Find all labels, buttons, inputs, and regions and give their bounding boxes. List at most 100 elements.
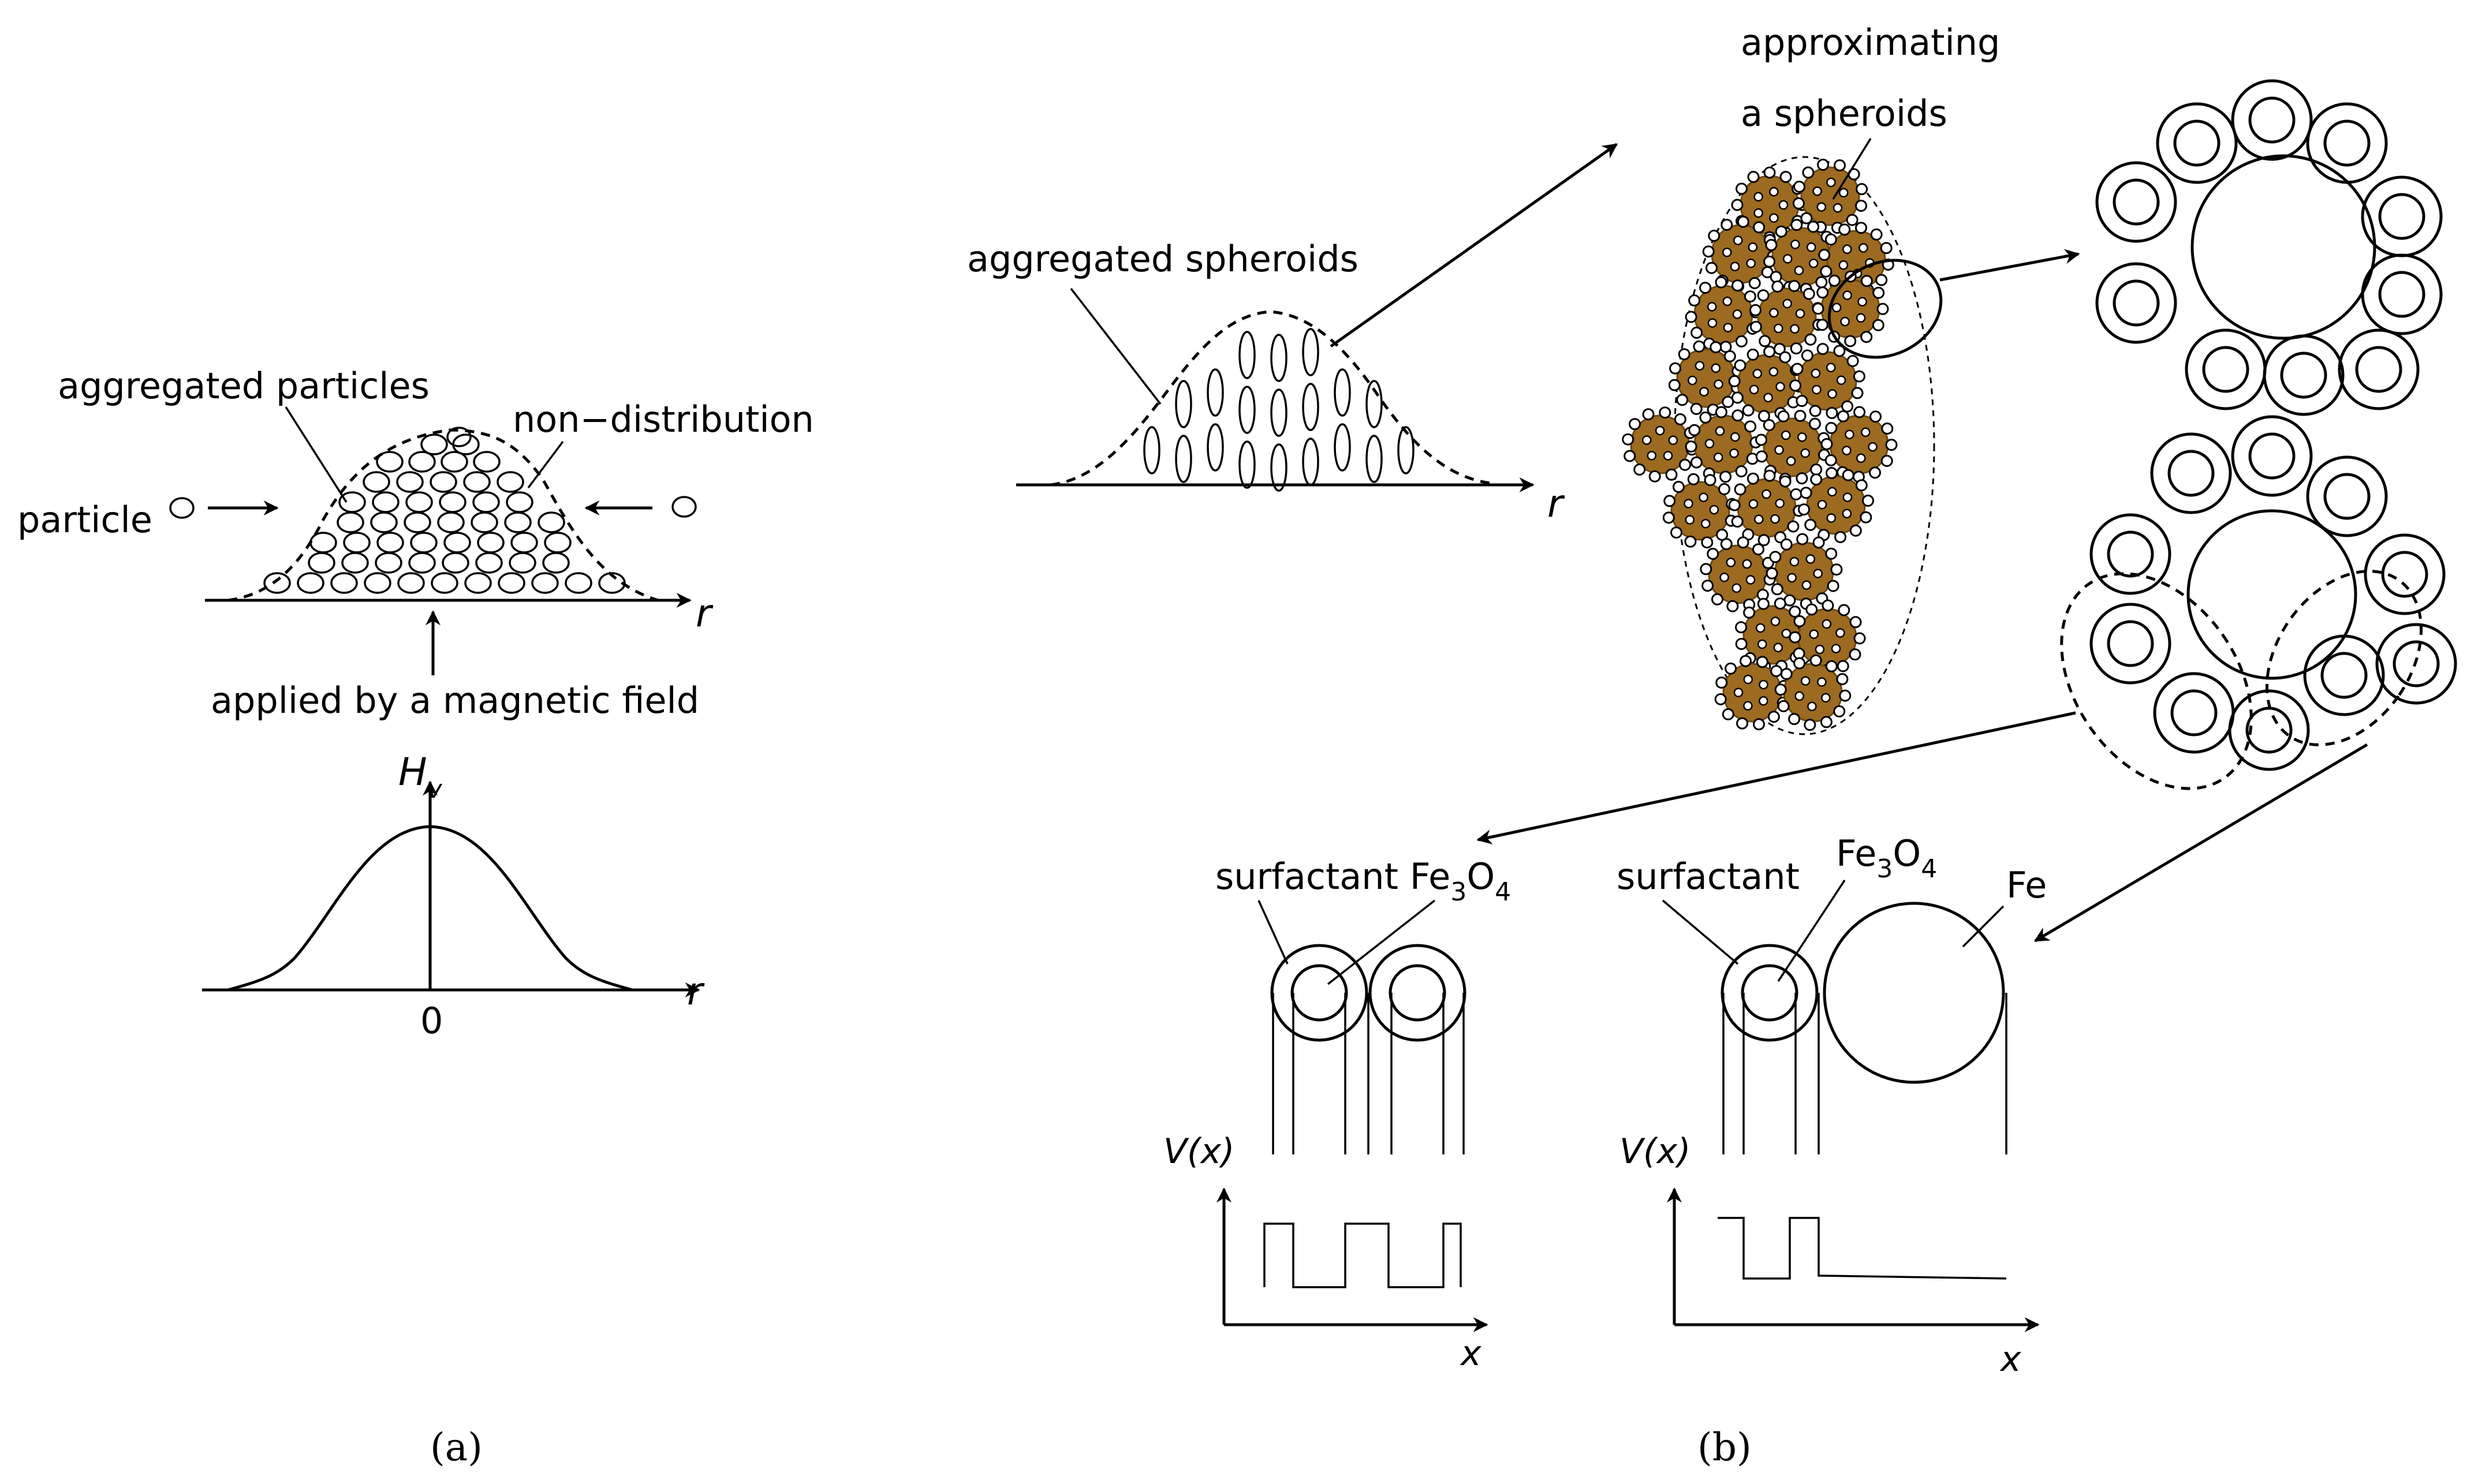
surfactant-ring: [1763, 255, 1776, 268]
spheroid-ellipse: [1397, 426, 1415, 474]
inner-particle: [1743, 674, 1753, 685]
surfactant-ring: [1780, 538, 1793, 551]
particle-circle: [464, 572, 492, 594]
surfactant-ring: [1860, 511, 1872, 524]
inner-particle: [1704, 439, 1715, 448]
inner-particle: [1748, 242, 1758, 252]
surfactant-ring: [1790, 488, 1802, 500]
inner-particle: [1817, 499, 1827, 510]
surfactant-ring: [1833, 345, 1846, 357]
right-drop-lines: [1722, 993, 2007, 1154]
particle-circle: [472, 491, 500, 513]
a-top-r: r: [696, 591, 714, 636]
surfactant-ring: [1880, 242, 1893, 255]
right-fe3o4-label: Fe3O4: [1836, 832, 1937, 884]
inner-particle: [1695, 361, 1705, 371]
inner-particle: [1812, 384, 1822, 395]
surfactant-ring: [1790, 219, 1803, 231]
aggregated-particles: [263, 427, 626, 594]
inner-particle: [1822, 619, 1832, 629]
inner-particle: [1769, 213, 1779, 223]
surfactant-shell: [2375, 623, 2457, 705]
coated-spheroid: [1783, 663, 1843, 723]
surfactant-ring: [1885, 439, 1898, 451]
inner-particle: [1790, 240, 1800, 249]
inner-particle: [1773, 642, 1783, 653]
surfactant-shell: [2095, 262, 2177, 344]
surfactant-ring: [1687, 473, 1700, 485]
left-potential: [1263, 1223, 1462, 1288]
surfactant-shell: [2338, 328, 2420, 410]
surfactant-ring: [1701, 536, 1714, 549]
surfactant-ring: [1672, 481, 1685, 493]
inner-particle: [1663, 451, 1673, 461]
surfactant-ring: [1789, 379, 1802, 392]
fe3o4-core: [2381, 551, 2428, 598]
right-vx-label: V(x): [1619, 1131, 1690, 1172]
aggregated-leader: [285, 406, 348, 503]
inner-particle: [1816, 202, 1827, 212]
surfactant-ring: [1731, 409, 1744, 422]
surfactant-ring: [1779, 351, 1792, 364]
inner-particle: [1763, 393, 1773, 403]
surfactant-ring: [1870, 228, 1883, 241]
particle-circle: [471, 511, 498, 533]
surfactant-ring: [1789, 631, 1801, 644]
inner-particle: [1655, 425, 1665, 436]
inner-particle: [1757, 639, 1767, 649]
inner-particle: [1842, 244, 1852, 255]
particle-circle: [565, 572, 592, 594]
particle-circle: [509, 552, 536, 574]
fe3o4-core: [2202, 346, 2249, 393]
surfactant-ring: [1679, 458, 1691, 471]
inner-particle: [1795, 309, 1805, 319]
inner-particle: [1768, 367, 1779, 377]
particle-circle: [473, 451, 501, 473]
inner-particle: [1858, 243, 1868, 253]
surfactant-ring: [1629, 418, 1641, 431]
particle-circle: [431, 572, 458, 594]
surfactant-ring: [1841, 400, 1854, 413]
surfactant-ring: [1810, 463, 1823, 476]
surfactant-ring: [1817, 158, 1830, 171]
inner-particle: [1857, 297, 1867, 306]
surfactant-ring: [1822, 599, 1834, 612]
surfactant-ring: [1849, 616, 1862, 629]
surfactant-ring: [1746, 348, 1759, 361]
inner-particle: [1730, 432, 1740, 442]
surfactant-ring: [1759, 335, 1771, 347]
surfactant-ring: [1860, 331, 1873, 343]
b-r: r: [1547, 481, 1565, 526]
coated-spheroid: [1774, 541, 1834, 601]
surfactant-ring: [1824, 454, 1837, 466]
surfactant-ring: [1775, 225, 1787, 238]
surfactant-ring: [1789, 605, 1801, 618]
surfactant-ring: [1779, 475, 1792, 488]
spheroid-ellipse: [1365, 380, 1383, 428]
surfactant-ring: [1798, 503, 1810, 516]
surfactant-ring: [1780, 668, 1793, 681]
inner-particle: [1817, 677, 1827, 687]
spheroids-leader: [1070, 287, 1162, 405]
surfactant-ring: [1856, 183, 1868, 196]
hv-curve: [227, 825, 633, 992]
fe3o4-core: [2167, 450, 2215, 497]
left-vx-label: V(x): [1163, 1131, 1234, 1172]
surfactant-ring: [1842, 469, 1854, 481]
particle-circle: [441, 451, 468, 473]
particle-circle: [430, 471, 457, 493]
inner-particle: [1868, 442, 1878, 452]
surfactant-ring: [1880, 455, 1893, 467]
inner-particle: [1722, 296, 1733, 306]
surfactant-ring: [1735, 335, 1748, 347]
particle-circle: [442, 552, 469, 574]
fe3o4-core: [2170, 689, 2218, 737]
fe3o4-core: [2113, 178, 2160, 226]
surfactant-ring: [1766, 567, 1778, 580]
inner-particle: [1812, 186, 1822, 196]
inner-particle: [1786, 456, 1796, 466]
inner-particle: [1774, 323, 1783, 334]
inner-particle: [1800, 448, 1811, 458]
spheroid-ellipse: [1365, 435, 1383, 483]
coated-spheroid: [1737, 354, 1797, 414]
